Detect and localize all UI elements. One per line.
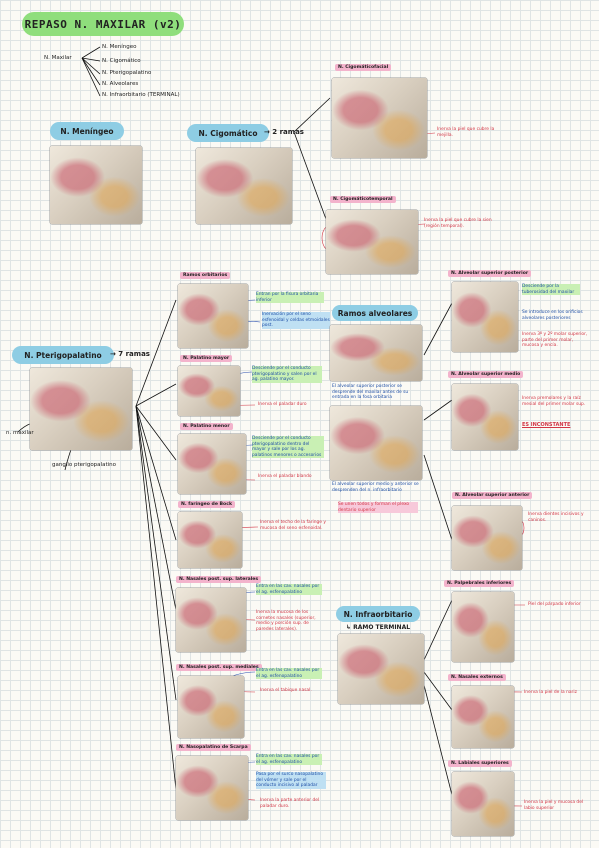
alveolar-branch-note: Inerva premolares y la raíz mesial del p… (522, 396, 586, 407)
infra-branch-label: N. Palpebrales inferiores (444, 580, 515, 587)
alveolares-note: El alveolar superior medio y anterior se… (332, 482, 419, 493)
alveolar-branch-image (452, 506, 522, 570)
pterigo-branch-note: Inerva el paladar duro (258, 402, 307, 407)
alveolares-note: El alveolar superior posterior se despre… (332, 384, 409, 401)
cigomatico-ramas: → 2 ramas (264, 128, 304, 136)
alveolar-branch-note: Inerva dientes incisivos y caninos. (528, 512, 584, 523)
alveolares-note: Se unen todos y forman el plexo dentario… (338, 502, 418, 514)
alveolar-branch-label: N. Alveolar superior posterior (448, 270, 532, 277)
cigomaticofacial-image (332, 78, 427, 158)
pterigo-branch-note: Inerva el techo de la faringe y mucosa d… (260, 520, 327, 531)
infra-branch-note: Inerva la piel de la nariz (524, 690, 577, 695)
pterigo-branch-image (176, 756, 248, 820)
pterigo-branch-note: Entran por la fisura orbitaria inferior (256, 292, 324, 304)
page-title: REPASO N. MAXILAR (v2) (22, 12, 184, 36)
alveolar-branch-label: N. Alveolar superior medio (448, 371, 524, 378)
pterigo-branch-note: Pasa por el surco nasopalatino del vómer… (256, 772, 326, 789)
label-maxilar: n. maxilar (6, 430, 34, 436)
pterigo-branch-note: Inerva la mucosa de los cornetes nasales… (256, 610, 316, 632)
infra-image (338, 634, 424, 704)
pterigo-branch-label: N. Nasopalatino de Scarpa (176, 744, 251, 751)
pterigo-branch-label: N. faríngeo de Bock (178, 501, 235, 508)
pterigo-branch-label: N. Palatino menor (180, 423, 233, 430)
cigomatico-branch-label: N. Cigomáticotemporal (330, 196, 396, 203)
pterigo-branch-note: Inervación por el seno esfenoidal y celd… (262, 312, 330, 329)
infra-branch-note: Piel del párpado inferior (528, 602, 581, 607)
tree-branch: N. Pterigopalatino (102, 70, 152, 76)
pterigo-branch-note: Inerva el paladar blando (258, 474, 312, 479)
pterigo-image (30, 368, 132, 450)
alveolar-branch-note: Inerva 3º y 2º molar superior, parte del… (522, 332, 588, 349)
pterigo-branch-image (176, 588, 246, 652)
infra-branch-note: Inerva la piel y mucosa del labio superi… (524, 800, 584, 811)
pterigo-branch-label: N. Nasales post. sup. mediales (176, 664, 262, 671)
pterigo-branch-image (178, 434, 246, 494)
pterigo-branch-label: N. Nasales post. sup. laterales (176, 576, 262, 583)
pterigo-ramas: → 7 ramas (110, 350, 150, 358)
alveolar-branch-note: Desciende por la tuberosidad del maxilar (522, 284, 580, 296)
pterigo-branch-note: Entra en las cav. nasales por el ag. esf… (256, 584, 322, 596)
infra-title: N. Infraorbitario (336, 606, 420, 622)
cigomatico-branch-label: N. Cigomáticofacial (335, 64, 392, 71)
cigomatico-image (196, 148, 292, 224)
infra-branch-label: N. Nasales externos (448, 674, 506, 681)
pterigo-branch-note: Entra en las cav. nasales por el ag. esf… (256, 668, 322, 680)
pterigo-branch-image (178, 366, 240, 416)
pterigo-branch-label: N. Palatino mayor (180, 355, 233, 362)
pterigo-branch-image (178, 676, 244, 738)
alveolar-branch-label: N. Alveolar superior anterior (452, 492, 533, 499)
infra-branch-label: N. Labiales superiores (448, 760, 512, 767)
alveolar-branch-image (452, 384, 518, 450)
alveolares-image-2 (330, 406, 422, 480)
alveolar-branch-image (452, 282, 518, 352)
tree-branch: N. Cigomático (102, 58, 141, 64)
label-ganglio: ganglio pterigopalatino (52, 462, 116, 468)
tree-branch: N. Meníngeo (102, 44, 137, 50)
pterigo-branch-label: Ramos orbitarios (180, 272, 231, 279)
infra-subtitle: ↳ RAMO TERMINAL (346, 624, 411, 631)
pterigo-branch-note: Entra en las cav. nasales por el ag. esf… (256, 754, 322, 766)
meningeo-image (50, 146, 142, 224)
tree-branch: N. Infraorbitario (TERMINAL) (102, 92, 180, 98)
meningeo-title: N. Meníngeo (50, 122, 124, 140)
cigomatico-branch-note: Inerva la piel que cubre la sien (región… (424, 218, 492, 229)
pterigo-branch-note: Inerva la parte anterior del paladar dur… (260, 798, 320, 809)
pterigo-title: N. Pterigopalatino (12, 346, 114, 364)
tree-branch: N. Alveolares (102, 81, 139, 87)
alveolar-branch-note: Se introduce en los orificios alveolares… (522, 310, 583, 321)
pterigo-branch-image (178, 512, 242, 568)
pterigo-branch-note: Desciende por el conducto pterigopalatin… (252, 366, 322, 383)
alveolar-inconstante: ES INCONSTANTE (522, 422, 571, 428)
cigomatico-branch-note: Inerva la piel que cubre la mejilla. (437, 127, 495, 138)
pterigo-branch-note: Desciende por el conducto pterigopalatin… (252, 436, 324, 459)
tree-root: N. Maxilar (44, 55, 72, 61)
alveolares-title: Ramos alveolares (332, 305, 418, 321)
infra-branch-image (452, 686, 514, 748)
pterigo-branch-image (178, 284, 248, 348)
cigomaticotemporal-image (326, 210, 418, 274)
alveolares-image (330, 325, 422, 381)
cigomatico-title: N. Cigomático (187, 124, 269, 142)
pterigo-branch-note: Inerva el tabique nasal. (260, 688, 312, 693)
infra-branch-image (452, 592, 514, 662)
infra-branch-image (452, 772, 514, 836)
